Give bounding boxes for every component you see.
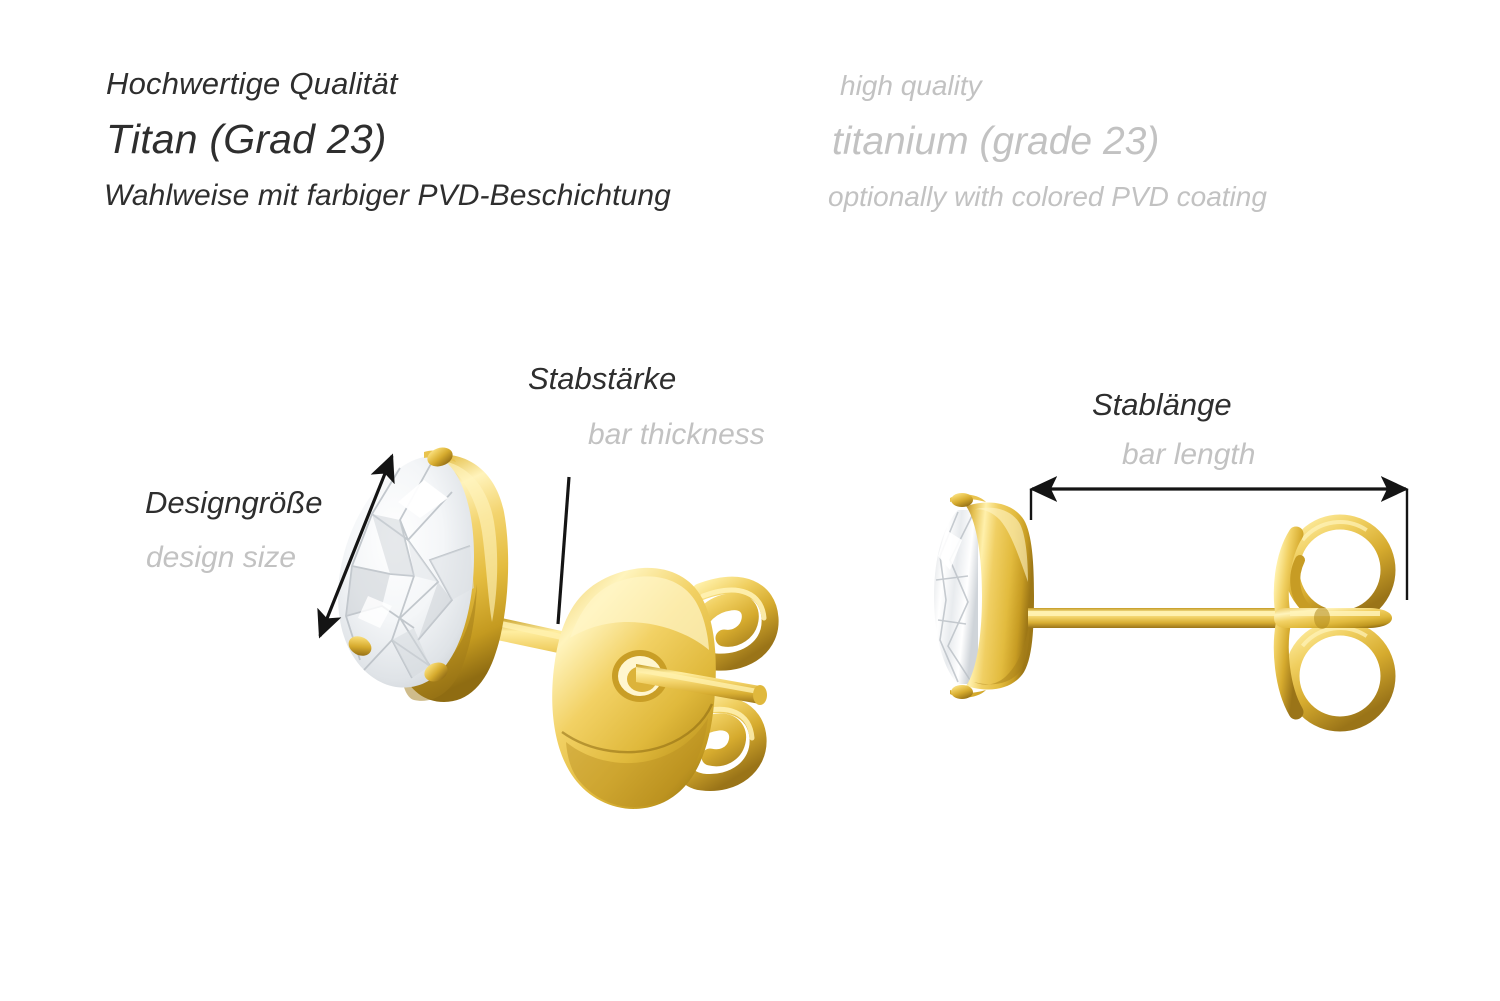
label-bar-thickness-english: bar thickness <box>588 418 765 451</box>
design-size-arrow <box>317 453 395 639</box>
post-bar-right <box>1028 608 1318 628</box>
bar-thickness-leader-line <box>556 476 571 625</box>
label-design-size-english: design size <box>146 541 297 574</box>
prongs-left <box>348 447 456 682</box>
header-english-line-material: titanium (grade 23) <box>832 120 1160 163</box>
earring-three-quarter-view <box>317 447 779 809</box>
header-english-line-quality: high quality <box>840 70 982 101</box>
butterfly-clasp-left <box>552 567 779 809</box>
bezel-setting-right <box>950 493 1034 699</box>
label-bar-length-english: bar length <box>1122 438 1256 471</box>
header-english-line-coating: optionally with colored PVD coating <box>828 181 1267 212</box>
label-design-size-german: Designgröße <box>145 485 323 520</box>
header-german-line-coating: Wahlweise mit farbiger PVD-Beschichtung <box>104 179 671 212</box>
crystal-edge-right <box>934 510 978 684</box>
earring-side-profile-view <box>934 476 1409 732</box>
bar-length-dimension <box>1029 476 1409 600</box>
label-bar-length-german: Stablänge <box>1092 387 1232 422</box>
butterfly-clasp-right <box>1273 514 1396 732</box>
header-german-line-material: Titan (Grad 23) <box>106 116 387 162</box>
label-bar-thickness-german: Stabstärke <box>528 361 677 396</box>
header-german-line-quality: Hochwertige Qualität <box>106 66 398 101</box>
